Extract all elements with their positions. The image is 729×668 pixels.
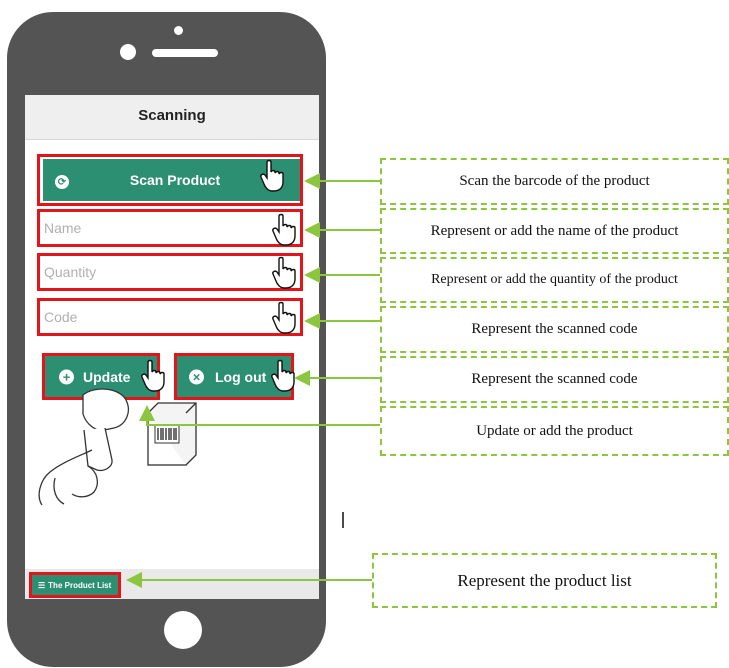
pointer-hand-icon [271,359,295,392]
logout-button[interactable]: × Log out [174,353,294,400]
update-button[interactable]: + Update [42,353,160,400]
refresh-icon: ⟳ [55,175,69,189]
scan-product-label: Scan Product [129,172,221,188]
scan-product-button[interactable] [43,159,300,201]
app-screen: Scanning ⟳ Scan Product Name Quantity Co… [25,95,319,599]
close-icon: × [189,369,204,384]
name-field[interactable]: Name [37,209,303,247]
barcode-scanner-illustration [38,388,197,506]
update-label: Update [83,368,131,385]
app-header [25,95,319,140]
pointer-hand-icon [272,256,296,289]
annotation-scan: Scan the barcode of the product [380,158,729,205]
product-list-button[interactable]: ☰The Product List [29,572,121,598]
pointer-hand-icon [272,213,296,246]
sensor-dot [174,26,183,35]
pointer-hand-icon [141,359,165,392]
annotation-name: Represent or add the name of the product [380,208,729,254]
quantity-field[interactable]: Quantity [37,253,303,291]
annotation-quantity: Represent or add the quantity of the pro… [380,257,729,303]
pointer-hand-icon [272,301,296,334]
plus-icon: + [59,369,74,384]
annotation-product-list: Represent the product list [372,553,717,608]
annotation-code: Represent the scanned code [380,306,729,353]
annotation-update: Update or add the product [380,406,729,456]
front-camera [120,44,136,60]
home-button[interactable] [164,611,202,649]
scan-highlight-frame [37,154,303,206]
code-placeholder: Code [44,309,78,325]
speaker-grille [152,49,218,57]
list-icon: ☰ [38,580,46,590]
code-field[interactable]: Code [37,298,303,336]
logout-label: Log out [215,368,267,385]
page-title: Scanning [138,107,206,124]
product-list-label: The Product List [48,580,112,590]
annotation-logout: Represent the scanned code [380,356,729,403]
quantity-placeholder: Quantity [44,264,97,280]
pointer-hand-icon [260,159,284,192]
name-placeholder: Name [44,220,82,236]
